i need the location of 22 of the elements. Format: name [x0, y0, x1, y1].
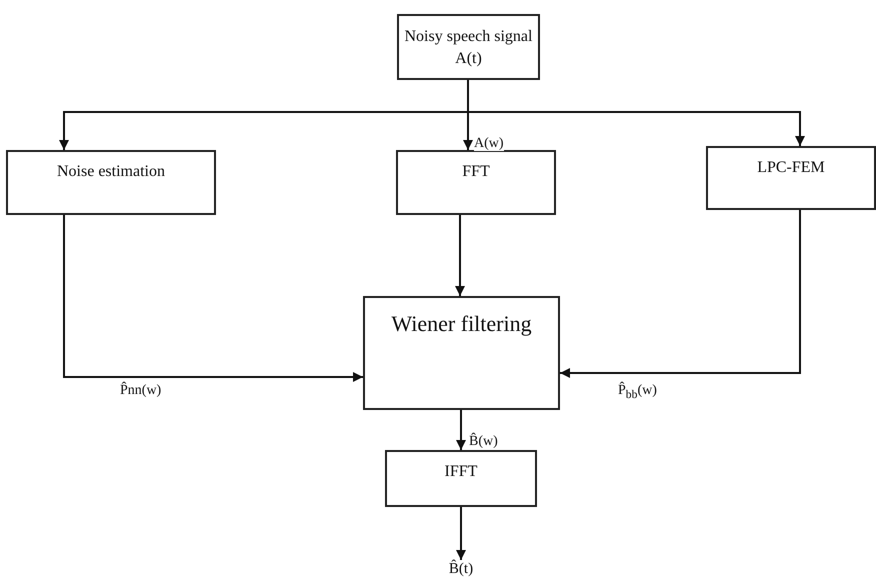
process-box [363, 296, 560, 410]
process-box [385, 450, 537, 507]
arrow [63, 215, 363, 382]
edge-label: P̂nn(w) [120, 383, 162, 398]
box-label: Noisy speech signal A(t) [404, 27, 534, 69]
process-box [6, 150, 216, 215]
edge-label: A(w) [474, 136, 504, 152]
edge-label: B̂(w) [469, 434, 498, 450]
arrow [560, 210, 801, 378]
arrow [456, 410, 466, 450]
arrow [456, 507, 466, 560]
process-box [396, 150, 556, 215]
arrow [467, 80, 805, 146]
arrow [455, 215, 465, 296]
process-box [397, 14, 540, 80]
box-label: IFFT [444, 462, 478, 482]
box-label: Wiener filtering [391, 310, 532, 338]
process-box [706, 146, 876, 210]
output-label: B̂(t) [440, 560, 482, 580]
box-label: Noise estimation [57, 162, 165, 182]
box-label: LPC-FEM [757, 158, 825, 178]
box-label: FFT [462, 162, 490, 182]
